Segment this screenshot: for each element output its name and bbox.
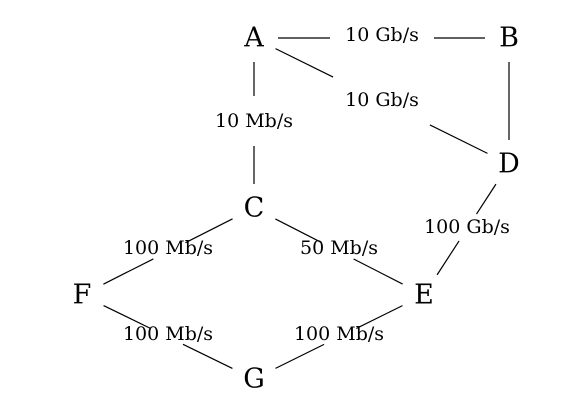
edge-A-D-line-a — [275, 48, 334, 78]
nodes-layer: A B C D E F G — [73, 23, 520, 395]
edge-A-C-label: 10 Mb/s — [215, 110, 293, 132]
node-E: E — [414, 280, 434, 311]
node-A: A — [243, 23, 264, 54]
node-F: F — [73, 280, 92, 311]
edge-F-G-label: 100 Mb/s — [123, 323, 213, 345]
edge-F-G-line-a — [103, 304, 151, 330]
edge-D-E-label: 100 Gb/s — [424, 216, 510, 238]
edge-C-E-line-b — [353, 258, 403, 285]
edges-layer: 10 Gb/s 10 Gb/s 10 Mb/s 100 Gb/s 100 Mb/s 50 … — [103, 24, 510, 370]
edge-E-G-line-a — [356, 305, 403, 329]
edge-E-G-label: 100 Mb/s — [294, 323, 384, 345]
edge-A-D-label: 10 Gb/s — [345, 89, 419, 111]
node-B: B — [499, 23, 519, 54]
edge-A-D-line-b — [429, 124, 488, 154]
edge-C-E-label: 50 Mb/s — [300, 237, 378, 259]
edge-E-G-line-b — [275, 343, 325, 369]
edge-C-F-label: 100 Mb/s — [123, 237, 213, 259]
edge-D-E-line-a — [475, 183, 497, 215]
edge-C-F-line-b — [103, 258, 154, 285]
edge-F-G-line-b — [182, 343, 233, 370]
edge-D-E-line-b — [436, 240, 460, 276]
edge-C-F-line-a — [185, 218, 233, 244]
node-C: C — [244, 193, 265, 224]
node-D: D — [498, 149, 520, 180]
node-G: G — [243, 364, 265, 395]
edge-C-E-line-a — [275, 218, 322, 244]
edge-A-B-label: 10 Gb/s — [345, 24, 419, 46]
